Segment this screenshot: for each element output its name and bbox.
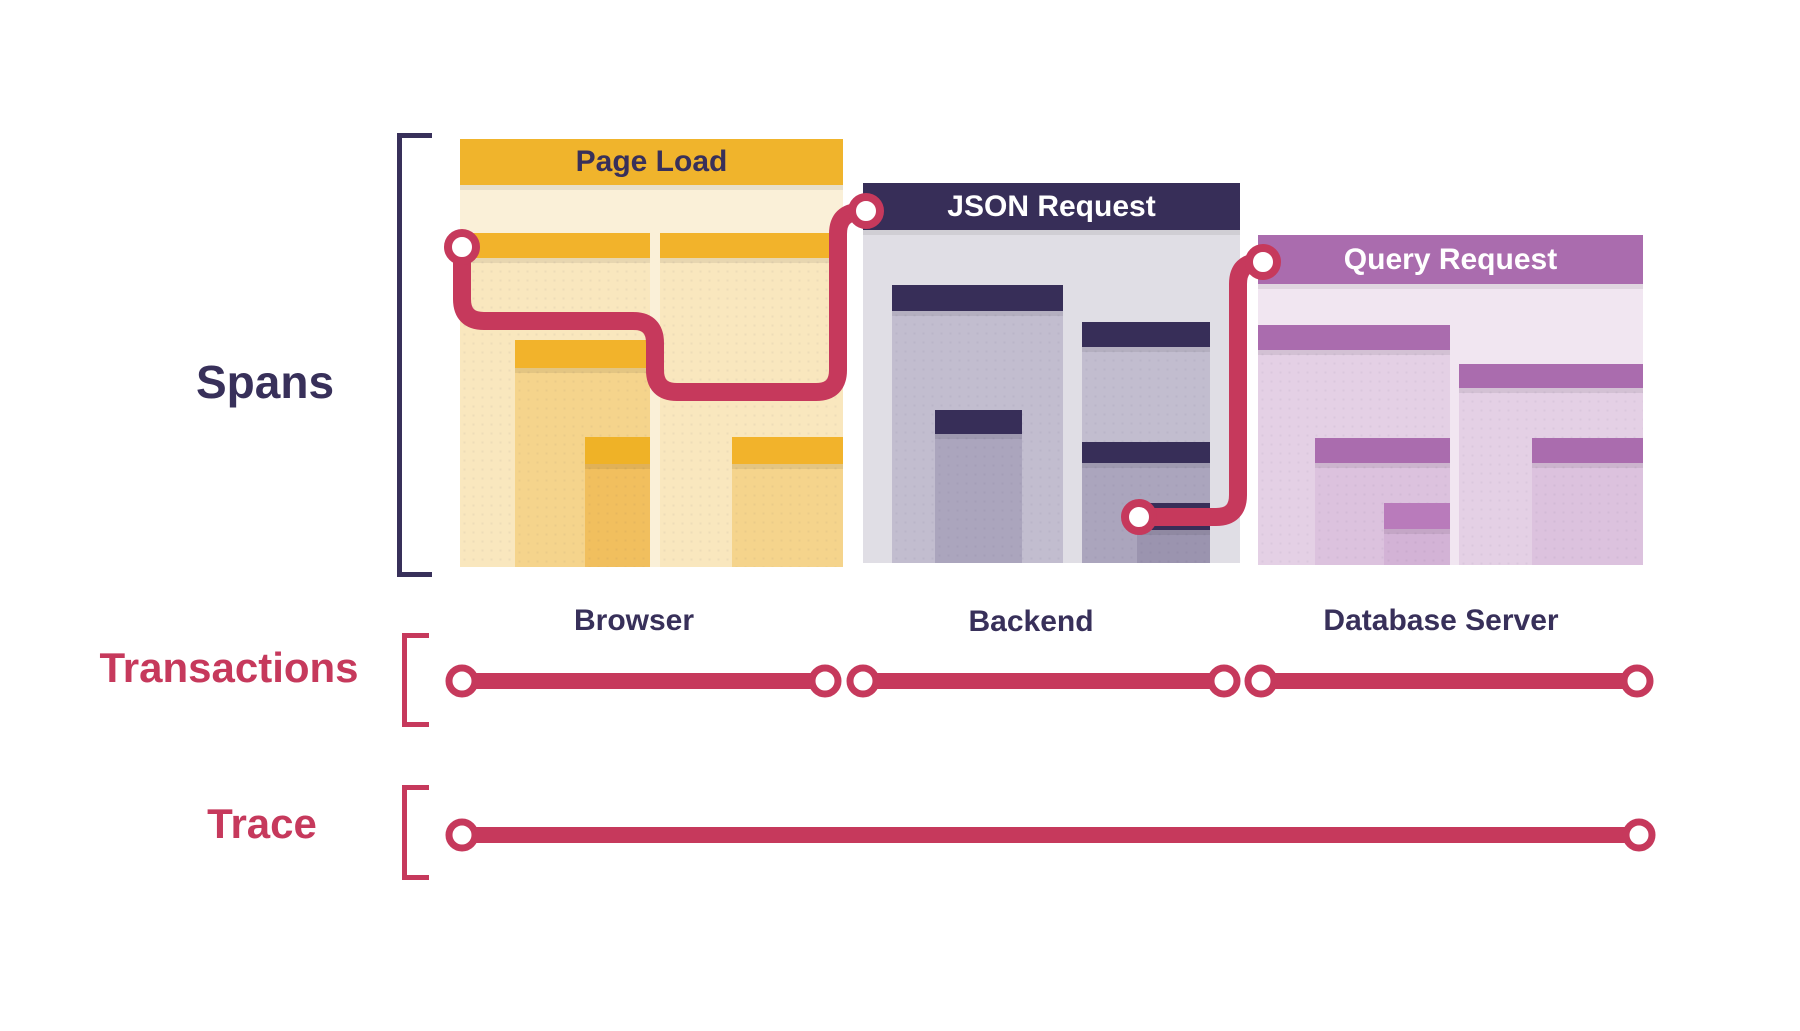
span-bar-header [935,410,1022,434]
transaction-endpoint [1620,664,1654,698]
span-bar-header [585,437,650,464]
service-label-browser: Browser [573,604,695,637]
spans-label: Spans [195,356,335,408]
trace-label: Trace [207,800,317,847]
span-bar-header [1532,438,1643,463]
panel-query-request: Query Request [1258,235,1643,565]
span-bar-header [460,233,650,258]
span-bar-header [1315,438,1450,463]
spans-bracket [397,133,432,577]
span-bar-body [1532,463,1643,565]
span-bar-header [515,340,650,368]
span-bar-body [1137,530,1210,563]
panel-body [863,183,1240,563]
span-bar-body [935,434,1022,563]
panel-title: Query Request [1258,235,1643,284]
panel-body [1258,235,1643,565]
span-bar-body [1384,529,1450,565]
span-bar-body [732,464,843,567]
span-bar-header [1384,503,1450,529]
transactions-label: Transactions [99,644,359,691]
panel-body [460,139,843,567]
span-bar-body [585,464,650,567]
service-label-database-server: Database Server [1323,604,1559,637]
trace-endpoint [1622,818,1656,852]
span-bar-header [1137,503,1210,530]
panel-page-load: Page Load [460,139,843,567]
span-bar-header [660,233,843,258]
trace-endpoint [445,818,479,852]
service-label-backend: Backend [968,605,1094,638]
transaction-endpoint [808,664,842,698]
span-bar-header [1459,364,1643,388]
span-bar-header [732,437,843,464]
span-bar-header [1082,442,1210,463]
span-bar-header [1082,322,1210,347]
transactions-bracket [402,633,429,727]
panel-title: JSON Request [863,183,1240,230]
transaction-endpoint [1207,664,1241,698]
trace-bracket [402,785,429,880]
span-bar-header [892,285,1063,311]
span-bar-header [1258,325,1450,350]
panel-title: Page Load [460,139,843,185]
transaction-endpoint [846,664,880,698]
transaction-endpoint [1244,664,1278,698]
transaction-endpoint [445,664,479,698]
panel-json-request: JSON Request [863,183,1240,563]
